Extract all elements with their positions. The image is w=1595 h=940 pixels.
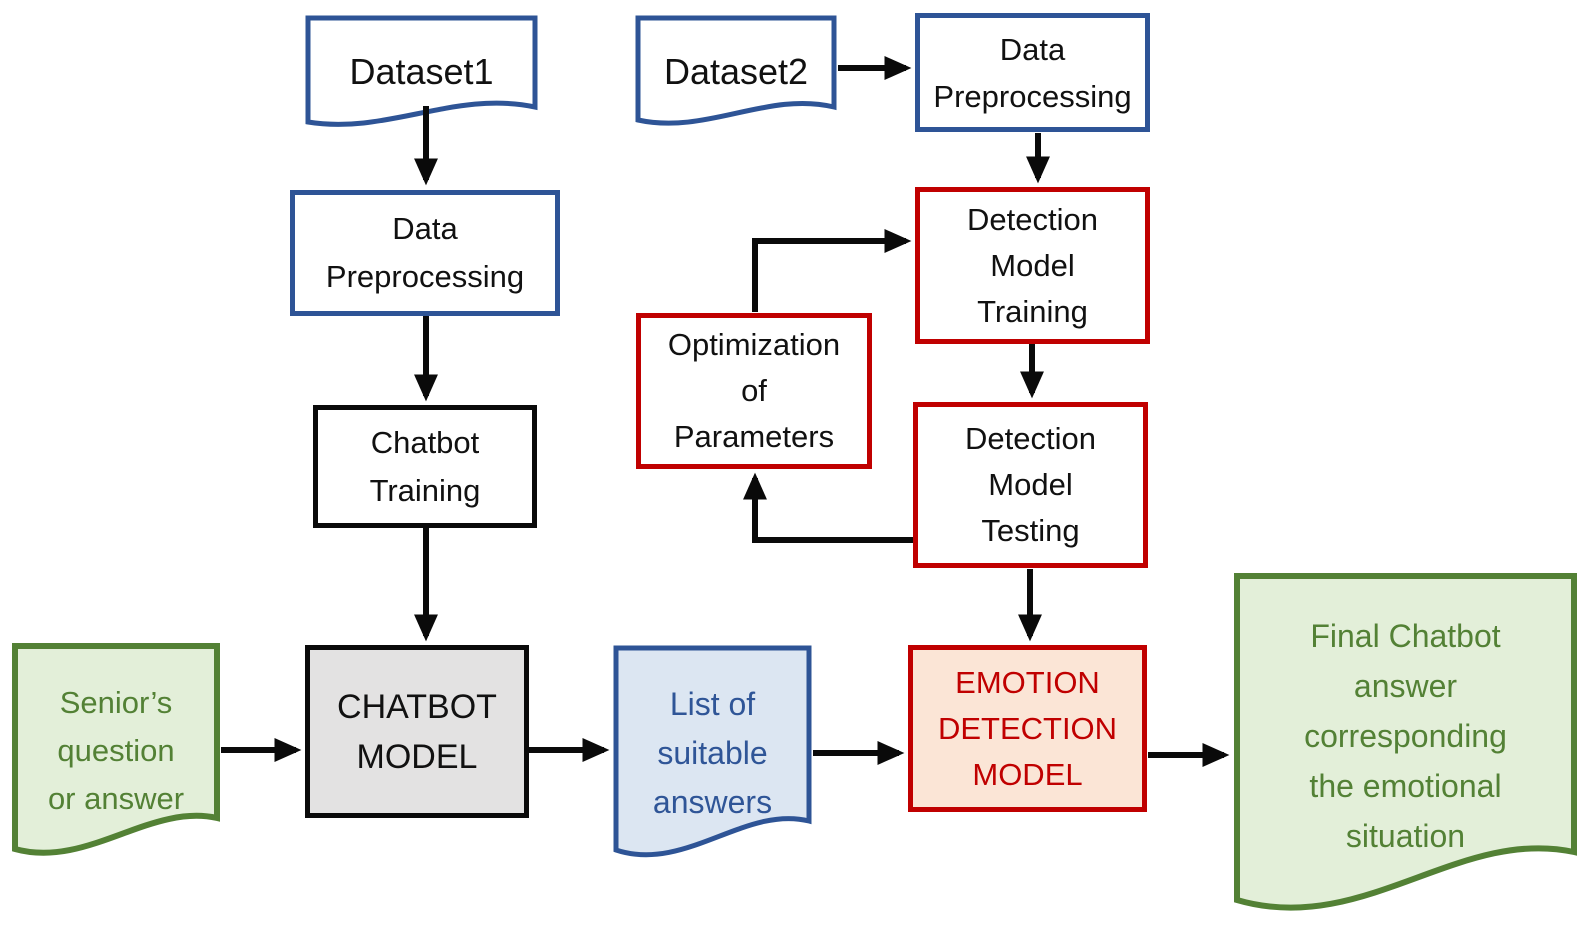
dataset2-label: Dataset2	[663, 50, 809, 92]
emotion-model-label: EMOTION DETECTION MODEL	[937, 664, 1118, 792]
preprocessing2-label: Data Preprocessing	[933, 31, 1132, 114]
senior-question-doc-shape	[12, 643, 220, 856]
list-answers-doc-shape	[613, 645, 812, 858]
final-answer-label: Final Chatbot answer corresponding the e…	[1304, 618, 1507, 854]
arrow-detection-testing-to-optimization	[743, 472, 913, 543]
optimization-box: Optimization of Parameters	[636, 313, 872, 469]
senior-question-doc: Senior’s question or answer	[12, 643, 220, 858]
dataset1-label: Dataset1	[349, 50, 494, 92]
chatbot-model-label: CHATBOT MODEL	[337, 687, 497, 776]
detection-training-label: Detection Model Training	[967, 201, 1098, 329]
list-answers-label: List of suitable answers	[652, 686, 773, 820]
final-answer-doc-shape	[1234, 573, 1577, 911]
dataset2-doc-shape	[635, 15, 837, 126]
optimization-label: Optimization of Parameters	[667, 327, 841, 454]
final-answer-doc: Final Chatbot answer corresponding the e…	[1233, 572, 1578, 911]
list-answers-doc: List of suitable answers	[613, 645, 812, 862]
preprocessing1-box: Data Preprocessing	[290, 190, 560, 316]
detection-testing-label: Detection Model Testing	[965, 421, 1096, 548]
chatbot-training-box: Chatbot Training	[313, 405, 537, 528]
arrow-optimization-to-detection-training	[752, 229, 912, 312]
preprocessing2-box: Data Preprocessing	[915, 13, 1150, 132]
chatbot-model-box: CHATBOT MODEL	[305, 645, 529, 818]
detection-testing-box: Detection Model Testing	[913, 402, 1148, 568]
dataset1-doc: Dataset1	[305, 15, 538, 128]
preprocessing1-label: Data Preprocessing	[325, 211, 525, 294]
dataset2-doc: Dataset2	[635, 15, 837, 128]
chatbot-training-label: Chatbot Training	[369, 424, 481, 508]
emotion-model-box: EMOTION DETECTION MODEL	[908, 645, 1147, 812]
senior-question-label: Senior’s question or answer	[47, 684, 185, 816]
detection-training-box: Detection Model Training	[915, 187, 1150, 344]
